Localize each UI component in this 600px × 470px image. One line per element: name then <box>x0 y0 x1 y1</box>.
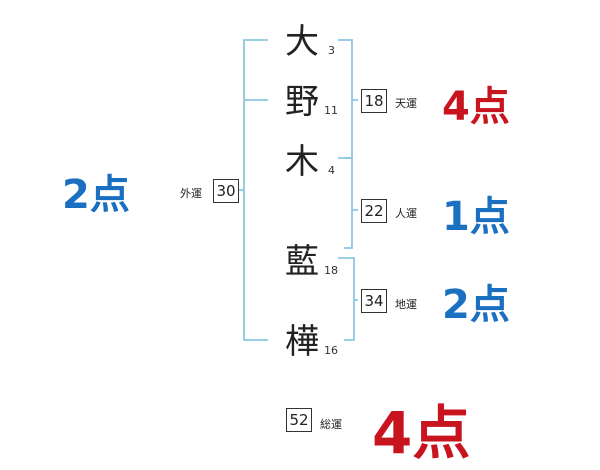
stroke-count-4: 18 <box>324 264 338 277</box>
name-char-1: 大 <box>285 22 319 62</box>
souun-value: 52 <box>286 408 312 432</box>
stroke-count-1: 3 <box>328 44 335 57</box>
chiun-bracket <box>338 257 358 341</box>
name-char-2: 野 <box>285 82 319 122</box>
tenun-bracket <box>338 39 358 159</box>
stroke-count-3: 4 <box>328 164 335 177</box>
stroke-count-2: 11 <box>324 104 338 117</box>
name-char-3: 木 <box>285 142 319 182</box>
tenun-score: 4点 <box>442 84 510 130</box>
name-char-4: 藍 <box>285 242 319 282</box>
chiun-score: 2点 <box>442 282 510 328</box>
souun-score: 4点 <box>372 399 471 467</box>
chiun-value: 34 <box>361 289 387 313</box>
gaiun-score: 2点 <box>62 172 130 218</box>
tenun-value: 18 <box>361 89 387 113</box>
jinun-value: 22 <box>361 199 387 223</box>
jinun-score: 1点 <box>442 194 510 240</box>
name-char-5: 樺 <box>285 322 319 362</box>
souun-label: 総運 <box>320 418 342 431</box>
gaiun-bracket <box>238 39 268 341</box>
jinun-bracket <box>338 157 358 249</box>
gaiun-value: 30 <box>213 179 239 203</box>
stroke-count-5: 16 <box>324 344 338 357</box>
tenun-label: 天運 <box>395 97 417 110</box>
jinun-label: 人運 <box>395 207 417 220</box>
gaiun-label: 外運 <box>180 187 202 200</box>
chiun-label: 地運 <box>395 298 417 311</box>
